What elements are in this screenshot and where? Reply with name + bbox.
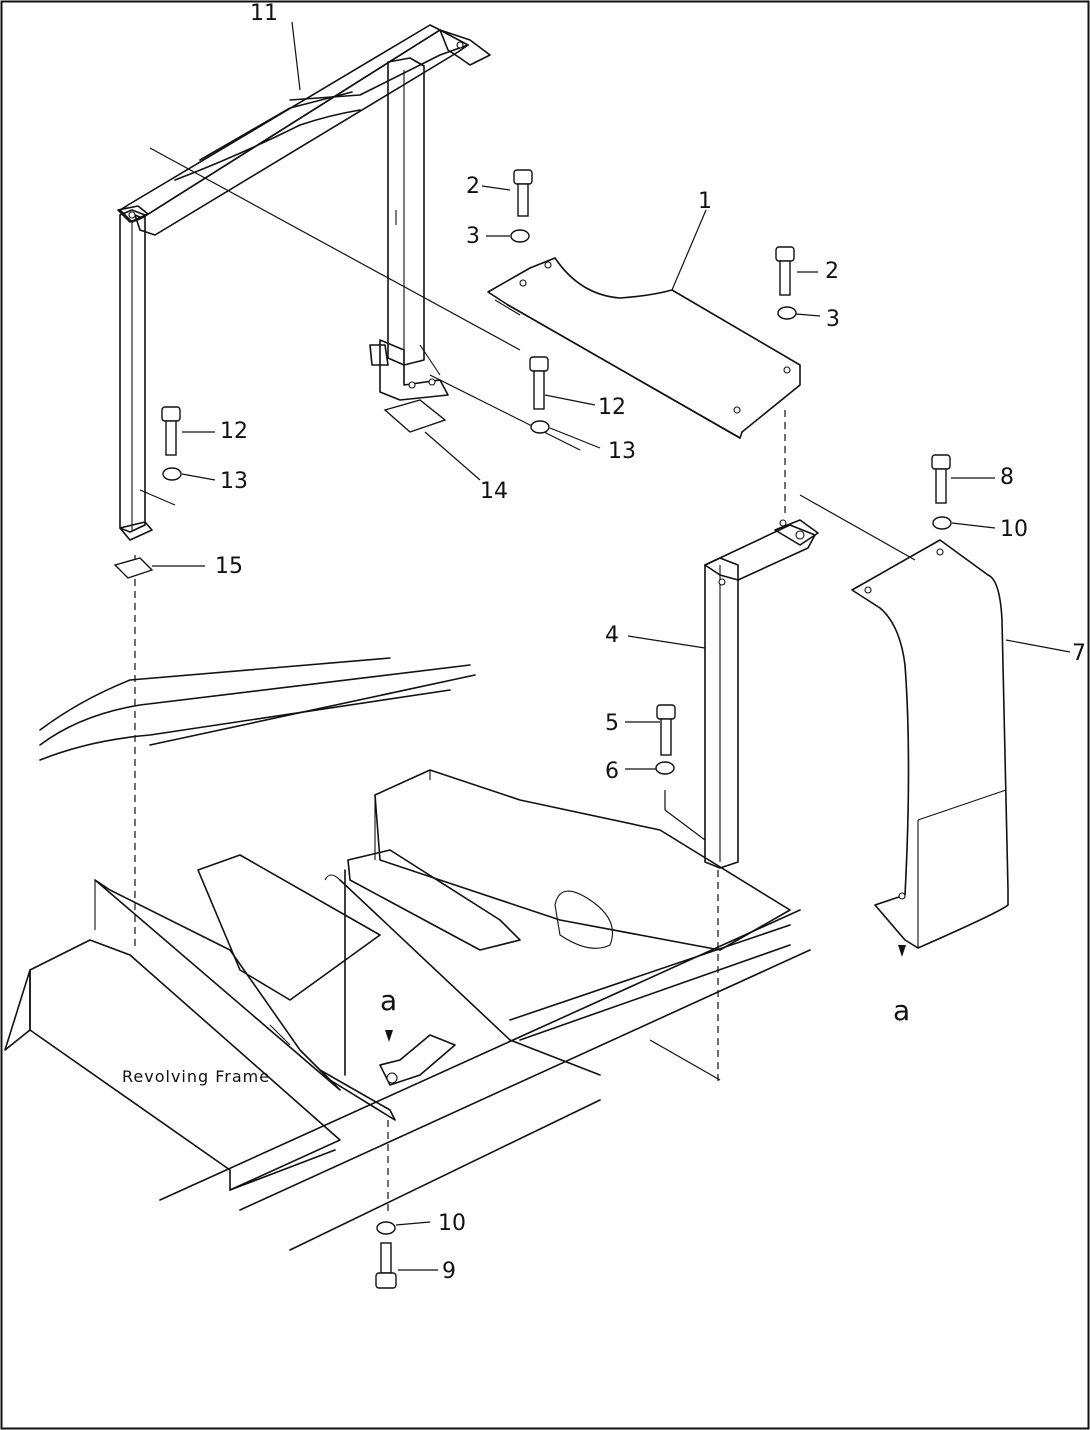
- callout-5: 5: [605, 711, 619, 736]
- view-marker-a: a: [380, 984, 397, 1017]
- cover-plate-part-1: [487, 257, 801, 439]
- callout-8: 8: [1000, 465, 1014, 490]
- callout-10: 10: [1000, 517, 1028, 542]
- view-arrow-icon: [385, 1030, 393, 1042]
- callout-9: 9: [442, 1259, 456, 1284]
- view-marker-a: a: [893, 994, 910, 1027]
- callout-1: 1: [698, 189, 712, 214]
- callout-15: 15: [215, 554, 243, 579]
- view-arrow-icon: [898, 945, 906, 957]
- callout-13: 13: [608, 439, 636, 464]
- callout-numbers: 11 2 3 1 2 3 12 13 14 12 13 15 8 10 4 7 …: [215, 1, 1086, 1284]
- revolving-frame: Revolving Frame: [4, 657, 811, 1251]
- hardware: [113, 169, 952, 1289]
- callout-3: 3: [826, 307, 840, 332]
- side-panel-part-7: [851, 539, 1009, 949]
- callout-2: 2: [825, 259, 839, 284]
- callout-3: 3: [466, 224, 480, 249]
- callout-10: 10: [438, 1211, 466, 1236]
- callout-12: 12: [220, 419, 248, 444]
- callout-14: 14: [480, 479, 508, 504]
- assembly-lines: [134, 147, 916, 1215]
- callout-12: 12: [598, 395, 626, 420]
- callout-4: 4: [605, 623, 619, 648]
- frame-assembly-part-11: [117, 24, 491, 541]
- callout-11: 11: [250, 1, 278, 26]
- support-post-part-4: [704, 519, 819, 869]
- callout-leaders: [152, 21, 1071, 1271]
- callout-2: 2: [466, 174, 480, 199]
- callout-7: 7: [1072, 641, 1086, 666]
- callout-6: 6: [605, 759, 619, 784]
- callout-13: 13: [220, 469, 248, 494]
- revolving-frame-label: Revolving Frame: [122, 1067, 270, 1086]
